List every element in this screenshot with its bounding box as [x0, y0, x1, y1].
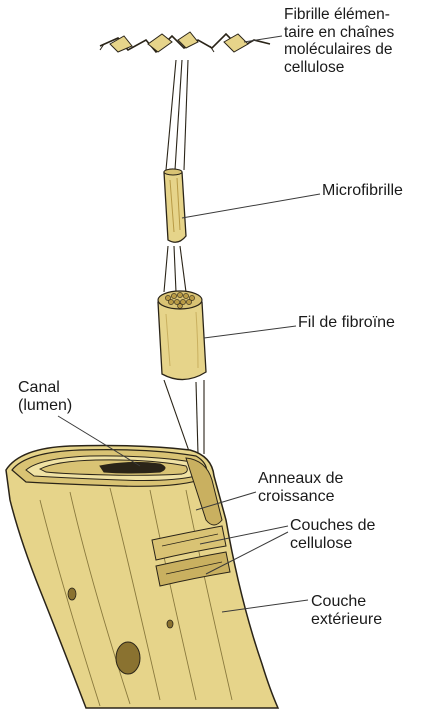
thread-to-fiber-lines	[164, 380, 204, 454]
fibroin-thread	[158, 291, 206, 380]
label-cellulose-layers: Couches de cellulose	[290, 517, 375, 553]
leader-microfibril	[182, 194, 320, 218]
microfibril-to-thread-lines	[164, 246, 186, 292]
label-microfibril: Microfibrille	[322, 182, 403, 200]
label-canal: Canal (lumen)	[18, 379, 72, 415]
label-growth-rings: Anneaux de croissance	[258, 470, 343, 506]
chain-to-microfibril-lines	[166, 60, 188, 170]
leader-elementary-fibril	[244, 36, 282, 42]
microfibril	[164, 169, 186, 242]
leader-fibroin-thread	[204, 326, 296, 338]
fiber-cross-section	[6, 446, 278, 709]
label-outer-layer: Couche extérieure	[311, 593, 382, 629]
label-fibroin-thread: Fil de fibroïne	[298, 314, 395, 332]
label-elementary-fibril: Fibrille élémen- taire en chaînes molécu…	[284, 6, 430, 76]
